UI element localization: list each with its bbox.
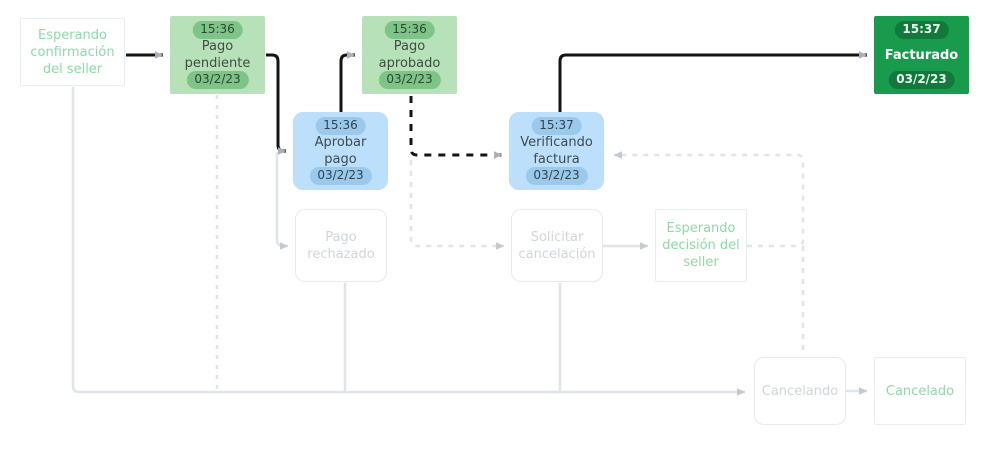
node-esperando-confirmacion-del-seller[interactable]: Esperando confirmación del seller [20,18,125,86]
node-label: Facturado [884,47,959,63]
node-label: Aprobar pago [314,135,367,167]
node-label: Pago aprobado [378,39,441,71]
node-date-chip: 03/2/23 [888,71,955,89]
node-time-chip: 15:37 [894,21,949,39]
node-label: Cancelado [885,383,955,399]
node-cancelando[interactable]: Cancelando [754,357,846,425]
edge-pago-aprobado-to-solicitar-cancelacion [409,160,505,250]
node-label: Pago pendiente [184,39,251,71]
node-esperando-decision-del-seller[interactable]: Esperando decisión del seller [655,209,747,282]
node-time-chip: 15:36 [192,21,243,39]
node-date-chip: 03/2/23 [186,71,249,89]
node-label: Esperando decisión del seller [662,221,740,270]
node-time-chip: 15:37 [531,117,582,135]
node-time-chip: 15:36 [315,117,366,135]
node-date-chip: 03/2/23 [378,71,441,89]
edge-esperando-confirmacion-to-cancelando [71,87,746,396]
node-date-chip: 03/2/23 [525,167,588,185]
node-time-chip: 15:36 [384,21,435,39]
edge-pago-aprobado-to-verificando-factura [409,96,503,159]
node-pago-rechazado[interactable]: Pago rechazado [295,209,387,282]
node-label: Solicitar cancelación [518,229,596,262]
node-solicitar-cancelacion[interactable]: Solicitar cancelación [511,209,603,282]
node-label: Cancelando [761,383,839,399]
node-date-chip: 03/2/23 [309,167,372,185]
node-label: Verificando factura [520,135,593,167]
edge-aprobar-pago-to-pago-aprobado [339,51,356,112]
edge-aprobar-pago-to-pago-rechazado [275,152,289,250]
node-label: Esperando confirmación del seller [30,27,115,77]
node-cancelado[interactable]: Cancelado [874,357,966,425]
edge-pago-pendiente-to-aprobar-pago [266,53,287,155]
node-label: Pago rechazado [307,229,375,262]
edge-verificando-factura-to-facturado [558,51,868,112]
